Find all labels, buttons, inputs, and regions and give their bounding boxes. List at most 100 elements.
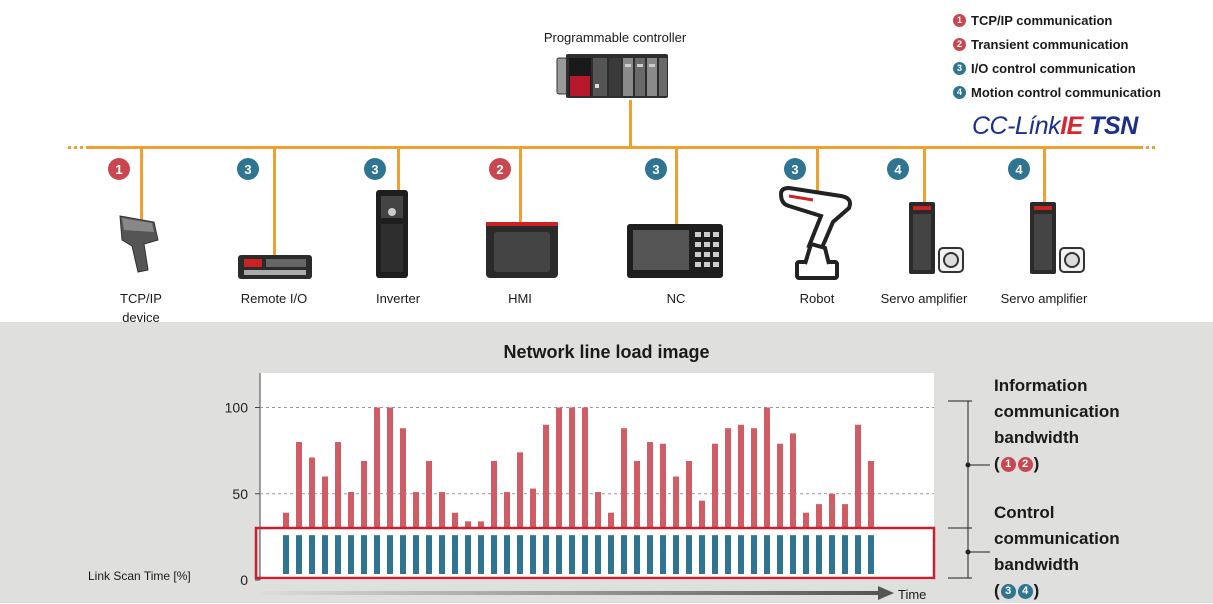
control-bar: [699, 535, 705, 574]
control-bar: [439, 535, 445, 574]
control-bar: [452, 535, 458, 574]
control-bar: [400, 535, 406, 574]
control-bar: [790, 535, 796, 574]
info-bar: [699, 500, 705, 528]
control-bar: [335, 535, 341, 574]
control-bar: [283, 535, 289, 574]
cc-link-ie-tsn-logo: CC-LínkIE TSN: [972, 112, 1138, 140]
info-bar: [673, 476, 679, 528]
device-badge-icon: 2: [489, 158, 511, 180]
control-bar: [387, 535, 393, 574]
marker-2-icon: 2: [1017, 456, 1033, 472]
control-bar: [777, 535, 783, 574]
legend-item: 1 TCP/IP communication: [953, 8, 1161, 32]
nc-icon: [625, 222, 725, 285]
info-bar: [868, 460, 874, 528]
device-drop-line: [140, 148, 143, 220]
device-label-line: TCP/IP: [120, 291, 162, 306]
device-badge-icon: 4: [887, 158, 909, 180]
control-bar: [322, 535, 328, 574]
legend-label: TCP/IP communication: [971, 12, 1113, 28]
device-label-hmi-3: HMI: [455, 289, 585, 308]
info-bar: [452, 512, 458, 528]
control-bar: [686, 535, 692, 574]
control-band-box: [254, 526, 936, 580]
info-bar: [491, 460, 497, 528]
device-drop-line: [519, 148, 522, 230]
device-label-line: Remote I/O: [240, 291, 308, 306]
info-bar: [517, 452, 523, 528]
info-bar: [842, 504, 848, 528]
control-bar: [764, 535, 770, 574]
device-label-robot-5: Robot: [752, 289, 882, 308]
control-bar: [426, 535, 432, 574]
control-bar: [491, 535, 497, 574]
control-bar: [309, 535, 315, 574]
control-bar: [738, 535, 744, 574]
control-bar: [543, 535, 549, 574]
marker-4-icon: 4: [1017, 583, 1033, 599]
bus-end-left: [68, 146, 86, 149]
control-bar: [660, 535, 666, 574]
info-bar: [296, 442, 302, 528]
legend-number-icon: 2: [953, 37, 966, 51]
control-bar: [816, 535, 822, 574]
info-bar: [816, 504, 822, 528]
info-bar: [465, 521, 471, 528]
info-bar: [426, 460, 432, 528]
device-badge-icon: 3: [237, 158, 259, 180]
info-bar: [738, 424, 744, 528]
y-tick-label: 0: [240, 572, 248, 588]
legend: 1 TCP/IP communication 2 Transient communic…: [953, 8, 1161, 104]
bus-end-right: [1140, 146, 1158, 149]
control-bar: [647, 535, 653, 574]
network-bus: [68, 146, 1158, 149]
legend-label: Transient communication: [971, 36, 1129, 52]
legend-label: I/O control communication: [971, 60, 1136, 76]
info-bar: [803, 512, 809, 528]
device-label-servo-amplifier-6: Servo amplifier: [859, 289, 989, 308]
info-bar: [283, 512, 289, 528]
info-bar: [855, 424, 861, 528]
device-label-line: Servo amplifier: [1000, 291, 1088, 306]
device-badge-icon: 3: [645, 158, 667, 180]
device-label-line: NC: [666, 291, 686, 306]
control-bar: [842, 535, 848, 574]
control-bar: [569, 535, 575, 574]
control-bar: [478, 535, 484, 574]
control-bar: [465, 535, 471, 574]
device-label-tcp-ip-device-0: TCP/IP device: [76, 289, 206, 327]
info-bar: [764, 407, 770, 528]
control-bar: [751, 535, 757, 574]
control-bar: [361, 535, 367, 574]
hmi-icon: [484, 220, 560, 285]
remote-io-icon: [236, 249, 314, 288]
barcode-scanner-icon: [114, 210, 164, 285]
controller-label: Programmable controller: [543, 30, 687, 45]
plc-icon: [556, 54, 668, 98]
info-bar: [595, 492, 601, 528]
time-arrow-head: [878, 586, 894, 600]
device-label-line: device: [122, 310, 160, 325]
info-bar: [478, 521, 484, 528]
info-bar: [335, 442, 341, 528]
legend-number-icon: 4: [953, 85, 966, 99]
info-bar: [556, 407, 562, 528]
device-label-line: Robot: [799, 291, 835, 306]
info-bar: [387, 407, 393, 528]
control-bar: [582, 535, 588, 574]
info-bar: [569, 407, 575, 528]
legend-number-icon: 3: [953, 61, 966, 75]
servo-amplifier-icon: [1028, 200, 1088, 281]
info-bar: [634, 460, 640, 528]
controller-drop-line: [629, 100, 632, 147]
legend-number-icon: 1: [953, 13, 966, 27]
device-badge-icon: 4: [1008, 158, 1030, 180]
control-bar: [868, 535, 874, 574]
control-bar: [621, 535, 627, 574]
control-bar: [725, 535, 731, 574]
info-bar: [504, 492, 510, 528]
